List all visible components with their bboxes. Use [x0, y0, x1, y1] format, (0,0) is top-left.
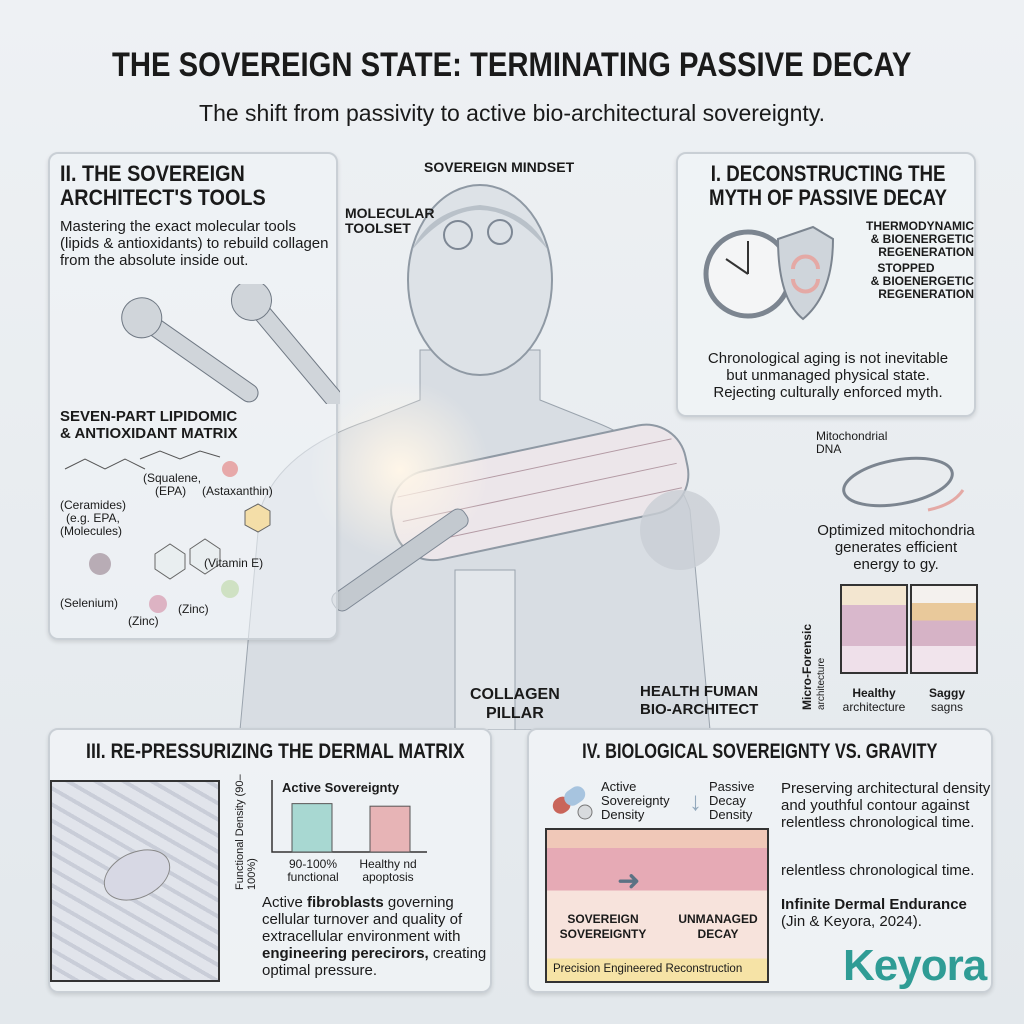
micro-forensic-label: Micro-Forensic — [800, 623, 814, 710]
chart-title: Active Sovereignty — [282, 780, 400, 795]
unmanaged-label-2: DECAY — [697, 927, 739, 941]
matrix-title: SEVEN-PART LIPIDOMIC — [60, 408, 238, 425]
healthy-sub: architecture — [842, 700, 906, 714]
bio-architect-label-2: BIO-ARCHITECT — [640, 701, 759, 718]
molecule-selenium: (Selenium) — [60, 596, 119, 610]
molecule-molecules: (Molecules) — [60, 524, 123, 538]
panel4-desc-2: relentless chronological time. — [781, 862, 975, 879]
healthy-skin-image — [840, 584, 908, 674]
chart-category-1: 90-100% functional — [287, 857, 339, 884]
page-subtitle: The shift from passivity to active bio-a… — [199, 100, 825, 126]
desc-bold-2: engineering perecirors, — [262, 945, 429, 962]
clock-shield-icon — [703, 225, 835, 321]
down-arrow-icon: ↓ — [689, 786, 702, 816]
mito-label-2: DNA — [816, 442, 842, 456]
mito-label: Mitochondrial — [816, 429, 888, 443]
panel-architect-tools: II. THE SOVEREIGN ARCHITECT'S TOOLS Mast… — [48, 152, 340, 640]
active-label-3: Density — [601, 807, 645, 822]
regen-label-1c: REGENERATION — [878, 245, 974, 259]
page-title: THE SOVEREIGN STATE: TERMINATING PASSIVE… — [112, 46, 912, 84]
panel2-title-2: ARCHITECT'S TOOLS — [60, 185, 266, 210]
mitochondria-icon — [842, 456, 965, 512]
saggy-sub: sagns — [930, 700, 964, 714]
regen-label-2a: STOPPED — [877, 261, 935, 275]
desc-bold: fibroblasts — [307, 894, 384, 911]
collagen-pillar-label: COLLAGEN — [470, 686, 560, 703]
sovereign-label-2: SOVEREIGNTY — [559, 927, 647, 941]
panel3-description: Active fibroblasts governing cellular tu… — [262, 894, 490, 979]
regen-label-2b: & BIOENERGETIC — [870, 274, 974, 288]
molecule-astaxanthin: (Astaxanthin) — [202, 484, 273, 498]
panel2-description: Mastering the exact molecular tools (lip… — [60, 218, 329, 269]
micro-forensic-sub: architecture — [816, 657, 827, 710]
mito-desc-3: energy to gy. — [853, 556, 939, 573]
chart-bar-1 — [291, 803, 333, 853]
wrench-icon — [121, 284, 340, 404]
molecule-epa: (EPA) — [155, 484, 187, 498]
panel2-title: II. THE SOVEREIGN — [60, 161, 245, 186]
mito-desc-1: Optimized mitochondria — [817, 522, 975, 539]
molecule-diagram — [64, 450, 271, 613]
molecule-ceramides: (Ceramides) — [60, 498, 127, 512]
keyora-logo: Keyora — [843, 941, 987, 990]
panel4-title: IV. BIOLOGICAL SOVEREIGNTY VS. GRAVITY — [582, 740, 938, 763]
panel3-title: III. RE-PRESSURIZING THE DERMAL MATRIX — [86, 740, 465, 763]
desc-text: Active — [262, 894, 308, 911]
molecule-epa-eg: (e.g. EPA, — [66, 511, 120, 525]
chart-bar-2 — [369, 805, 411, 853]
unmanaged-label: UNMANAGED — [678, 912, 758, 926]
panel1-desc-3: Rejecting culturally enforced myth. — [713, 384, 943, 401]
saggy-skin-image — [910, 584, 978, 674]
passive-label-2: Decay — [709, 793, 746, 808]
sovereign-label: SOVEREIGN — [567, 912, 639, 926]
panel-dermal-matrix: III. RE-PRESSURIZING THE DERMAL MATRIX F… — [48, 728, 492, 993]
reference-citation: (Jin & Keyora, 2024). — [781, 913, 922, 930]
molecular-toolset-label-2: TOOLSET — [345, 220, 411, 236]
molecule-squalene: (Squalene, — [143, 471, 202, 485]
matrix-title-2: & ANTIOXIDANT MATRIX — [60, 425, 238, 442]
reconstruction-label: Precision Engineered Reconstruction — [553, 963, 743, 975]
panel1-desc-1: Chronological aging is not inevitable — [707, 350, 949, 367]
mito-desc-2: generates efficient — [834, 539, 958, 556]
panel1-desc-2: but unmanaged physical state. — [726, 367, 930, 384]
molecule-vitamin-e: (Vitamin E) — [204, 556, 264, 570]
reference-title: Infinite Dermal Endurance — [781, 896, 967, 913]
page-title-wrap: THE SOVEREIGN STATE: TERMINATING PASSIVE… — [0, 46, 1024, 84]
saggy-label: Saggy — [928, 686, 965, 700]
panel1-title: I. DECONSTRUCTING THE — [710, 161, 946, 186]
bio-architect-label: HEALTH FUMAN — [640, 683, 759, 700]
chart-category-2: Healthy nd apoptosis — [359, 857, 417, 884]
fibroblast-image — [50, 780, 220, 982]
right-arrow-icon: ➜ — [617, 865, 641, 896]
desc-text-3: creating optimal pressure. — [262, 945, 487, 979]
capsule-icon — [552, 786, 593, 820]
active-label-2: Sovereignty — [601, 793, 670, 808]
panel-sovereignty-gravity: IV. BIOLOGICAL SOVEREIGNTY VS. GRAVITY A… — [527, 728, 993, 993]
regen-label-1a: THERMODYNAMIC — [866, 219, 974, 233]
molecule-zinc-2: (Zinc) — [178, 602, 209, 616]
active-label-1: Active — [601, 779, 637, 794]
panel4-desc: Preserving architectural density and you… — [781, 780, 991, 831]
passive-label-1: Passive — [709, 779, 755, 794]
panel1-title-2: MYTH OF PASSIVE DECAY — [709, 185, 947, 210]
panel-passive-decay: I. DECONSTRUCTING THE MYTH OF PASSIVE DE… — [676, 152, 976, 417]
regen-label-2c: REGENERATION — [878, 287, 974, 301]
density-bar-chart — [271, 780, 427, 853]
healthy-label: Healthy — [852, 686, 896, 700]
desc-text-2: governing cellular turnover and quality … — [262, 894, 463, 945]
molecular-toolset-label: MOLECULAR — [345, 205, 435, 221]
regen-label-1b: & BIOENERGETIC — [870, 232, 974, 246]
molecule-zinc: (Zinc) — [128, 614, 159, 628]
sovereign-mindset-label: SOVEREIGN MINDSET — [424, 159, 575, 175]
chart-ylabel: Functional Density (90–100%) — [234, 774, 258, 890]
passive-label-3: Density — [709, 807, 753, 822]
collagen-pillar-label-2: PILLAR — [486, 705, 544, 722]
